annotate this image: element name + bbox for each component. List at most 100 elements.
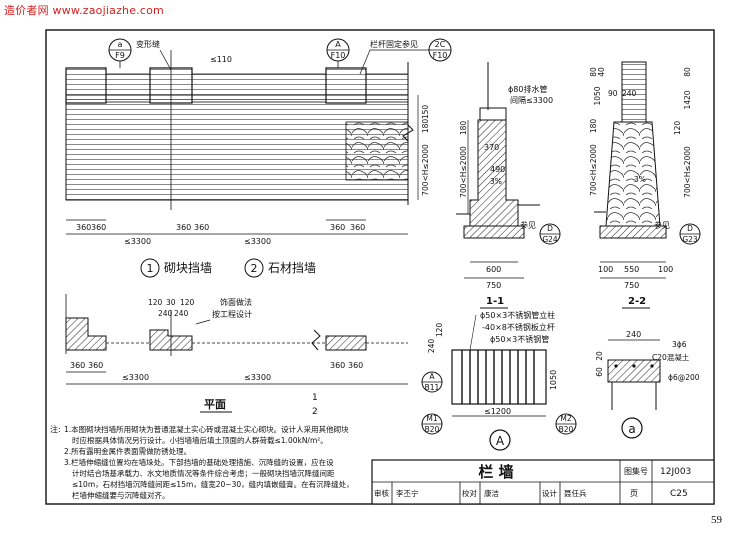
s22-slope: 3% [634,175,646,184]
note-line-2: 时应根据具体情况另行设计。小挡墙墙后填土顶面的人群荷载≤1.00kN/m²。 [72,435,328,445]
plan-view: 120 30 120 240 240 饰面做法 按工程设计 360 360 ≤3… [65,294,408,417]
tb-atlas-label: 图集号 [624,466,648,476]
s11-h: 700<H≤2000 [459,146,468,198]
plan-mark-1: 1 [312,393,318,403]
railing-bub-M1: M1 [426,414,437,423]
elev-dim-m2: 360 [194,223,209,232]
s22-100b: 100 [658,265,673,274]
s22-80: 80 [589,67,598,77]
da-title: a [628,422,635,436]
note-line-1: 1.本图砌块挡墙所用砌块为普通混凝土实心砖或混凝土实心砌块。设计人采用其他砌块 [64,424,349,434]
bubble-2C-top: 2C [435,40,446,49]
tb-atlas-no: 12J003 [660,467,691,477]
s11-slope: 3% [490,177,502,186]
railing-bub-A: A [429,372,435,381]
tb-checker: 康洁 [484,488,499,498]
s11-750: 750 [486,281,501,290]
s22-120: 120 [673,121,682,136]
plan-dim-3300r: ≤3300 [244,373,271,382]
da-n3: ϕ6@200 [668,373,700,382]
deform-joint-label: 变形缝 [136,39,160,49]
legend-2-label: 石材挡墙 [268,261,316,275]
plan-dim-120a: 120 [148,298,163,307]
elev-dim-3300: ≤3300 [124,237,151,246]
bubble-2C-bottom: F10 [433,51,448,60]
notes-block: 注: 1.本图砌块挡墙所用砌块为普通混凝土实心砖或混凝土实心砌块。设计人采用其他… [50,424,354,500]
legend-1-label: 砌块挡墙 [164,261,212,275]
elev-dim-l2: 360 [91,223,106,232]
da-n1: 3ϕ6 [672,340,687,349]
tb-title: 栏 墙 [478,463,513,481]
s22-bub-D: D [687,224,693,233]
elev-dim-3300b: ≤3300 [244,237,271,246]
railing-note: 栏杆固定参见 [370,39,418,49]
tb-reviewer: 李丕宁 [396,488,419,498]
legend-1-num: 1 [147,262,154,275]
plan-dim-b2: 360 [88,361,103,370]
tb-designer: 聂任兵 [564,488,587,498]
railing-120: 120 [435,323,444,338]
railing-title: A [496,434,505,448]
dim-110: ≤110 [210,55,232,64]
svg-text:360: 360 [330,223,345,232]
plan-note-2: 按工程设计 [212,309,252,319]
plan-dim-b1: 360 [70,361,85,370]
railing-detail-A: ϕ50×3不锈钢管立柱 -40×8不锈钢板立杆 ϕ50×3不锈钢管 240 12… [421,310,577,451]
s22-bub-G23: G23 [682,235,698,244]
s11-bub-G24: G24 [542,235,558,244]
s22-1420: 1420 [683,90,692,109]
railing-bub-B11: B11 [425,383,440,392]
s11-pipe: ϕ80排水管 [508,84,547,94]
plan-dim-120b: 120 [180,298,195,307]
s22-h2: 700<H≤2000 [683,146,692,198]
dim-h: 700<H≤2000 [421,144,430,196]
s11-180: 180 [459,121,468,136]
plan-mark-2: 2 [312,407,318,417]
legend-2-num: 2 [251,262,258,275]
tb-review-label: 审核 [374,488,389,498]
da-240: 240 [626,330,641,339]
s11-bub-D: D [547,224,553,233]
plan-dim-30: 30 [166,298,176,307]
plan-title: 平面 [204,398,226,411]
railing-segment-2 [191,73,327,103]
s11-title: 1-1 [486,296,504,307]
da-20: 20 [595,351,604,361]
s11-pipe2: 间隔≤3300 [510,96,553,105]
da-60: 60 [595,367,604,377]
note-line-5: 计时结合场基承载力、水文地质情况等条件综合考虑；一般砌块挡墙沉降缝间距 [72,468,335,478]
railing-240: 240 [427,339,436,354]
plan-dim-3300: ≤3300 [122,373,149,382]
s22-240: 240 [622,89,637,98]
coping-detail-a: 240 3ϕ6 C20混凝土 ϕ6@200 60 20 a [595,330,700,439]
note-line-3: 2.所有露明金属件表面需做防锈处理。 [64,446,191,456]
plan-dim-r2: 360 [348,361,363,370]
page-number: 59 [711,514,722,526]
bubble-A-bottom: F10 [331,51,346,60]
elev-dim-l1: 360 [76,223,91,232]
note-line-7: 栏墙伸缩缝要与沉降缝对齐。 [72,490,170,500]
pier-left [65,67,107,104]
s22-ref: 参见 [654,220,670,230]
notes-prefix: 注: [50,424,61,434]
plan-dim-240b: 240 [174,309,189,318]
section-1-1: ϕ80排水管 间隔≤3300 370 490 3% 180 700<H≤2000… [456,62,561,309]
note-line-4: 3.栏墙伸缩缝位置均在墙垛处。下部挡墙的基础处理措施、沉降缝的设置，应在设 [64,457,334,467]
note-line-6: ≤10m，石材挡墙沉降缝间距≤15m，缝宽20~30，缝内填嵌缝膏。在有沉降缝处… [72,479,354,489]
plan-dim-r1: 360 [330,361,345,370]
s22-100a: 100 [598,265,613,274]
s22-90: 90 [608,89,618,98]
tb-page-label: 页 [630,489,638,498]
s22-title: 2-2 [628,296,646,307]
svg-text:360: 360 [350,223,365,232]
s22-750: 750 [624,281,639,290]
railing-bub-B20b: B20 [559,425,574,434]
plan-note-1: 饰面做法 [220,297,252,307]
dim-180: 180 [421,119,430,134]
stone-patch [345,121,409,181]
plan-dim-240a: 240 [158,309,173,318]
tb-page-no: C25 [670,489,688,499]
elev-dim-m1: 360 [176,223,191,232]
railing-segment-3 [365,73,409,103]
